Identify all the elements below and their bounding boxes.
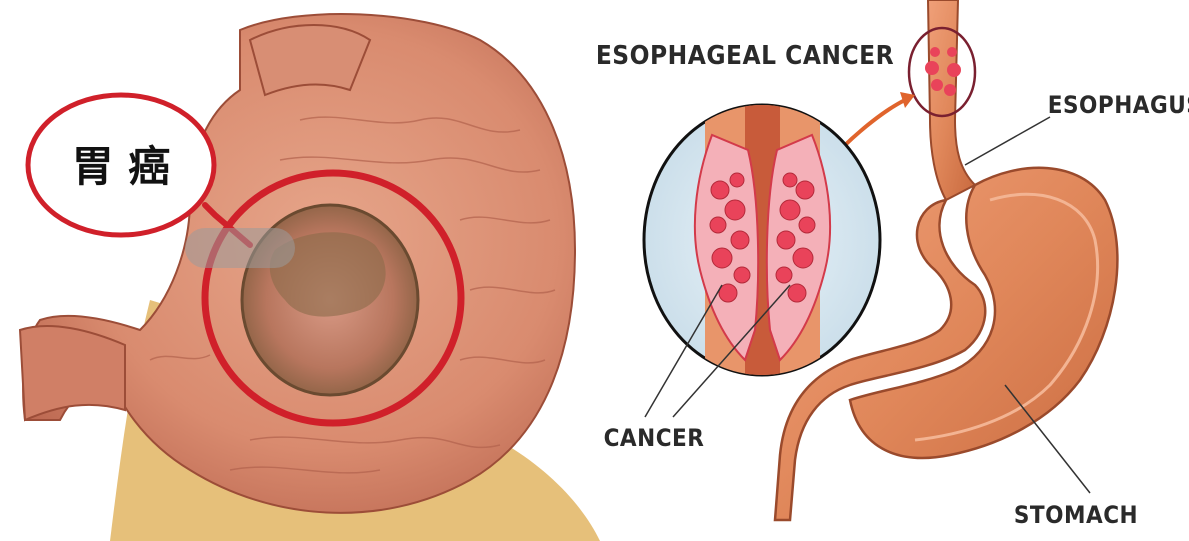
label-esophagus: ESOPHAGUS <box>1048 91 1189 119</box>
esophagus-left <box>250 25 370 95</box>
label-stomach: STOMACH <box>1014 501 1138 529</box>
duodenum-left <box>20 326 125 420</box>
label-cancer: CANCER <box>604 424 705 452</box>
lens-content <box>695 100 830 380</box>
right-panel: ESOPHAGEAL CANCER <box>596 0 1189 529</box>
zoom-arrow <box>840 100 905 150</box>
left-panel: 胃 癌 <box>20 14 600 541</box>
overlay-smudge <box>185 228 295 268</box>
callout-label: 胃 癌 <box>72 142 171 191</box>
diagram-title: ESOPHAGEAL CANCER <box>596 41 894 71</box>
